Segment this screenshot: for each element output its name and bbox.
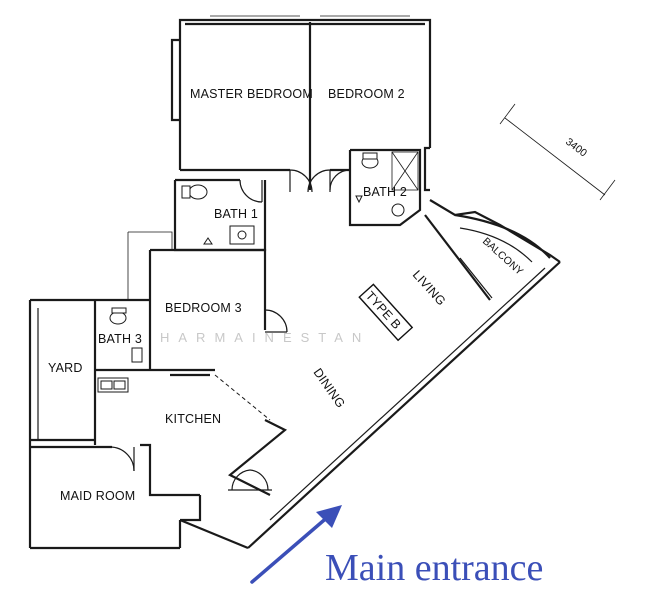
room-living: LIVING [410,268,449,309]
sink-icon [131,347,143,363]
room-bath-3: BATH 3 [98,332,142,346]
room-master-bedroom: MASTER BEDROOM [190,87,313,101]
room-bedroom-3: BEDROOM 3 [165,301,242,315]
doors [109,169,351,491]
room-kitchen: KITCHEN [165,412,221,426]
fixtures [97,151,419,393]
sink-icon [391,203,405,217]
room-bath-2: BATH 2 [363,185,407,199]
arrowhead-icon [316,505,342,528]
room-labels: MASTER BEDROOM BEDROOM 2 BATH 2 BATH 1 B… [48,87,525,503]
watermark: HARMAINESTAN [160,330,370,345]
toilet-icon [188,184,208,200]
room-bedroom-2: BEDROOM 2 [328,87,405,101]
room-bath-1: BATH 1 [214,207,258,221]
toilet-icon [109,311,127,325]
entrance-arrow [250,513,332,584]
main-entrance-annotation: Main entrance [250,505,543,589]
exterior-walls [28,15,561,550]
room-maid-room: MAID ROOM [60,489,135,503]
dimension-3400: 3400 [499,103,616,201]
room-dining: DINING [311,366,348,411]
main-entrance-label: Main entrance [325,547,543,589]
room-yard: YARD [48,361,83,375]
dimension-label: 3400 [563,136,589,160]
